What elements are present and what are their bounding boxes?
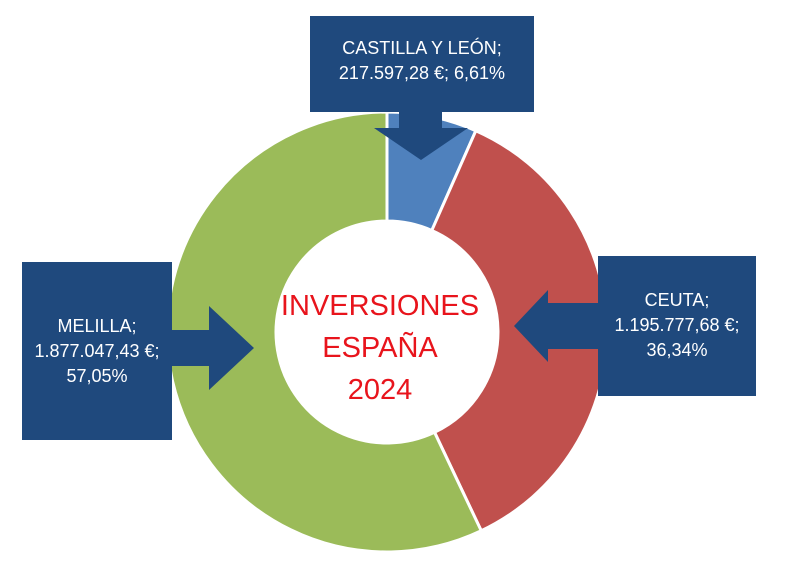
- title-line-2: ESPAÑA: [322, 332, 438, 364]
- callout-arrow-right: [172, 306, 254, 390]
- callout-arrow-down: [374, 112, 468, 160]
- callout-left-line-1: MELILLA;: [57, 316, 137, 336]
- callout-top-line-2: 217.597,28 €; 6,61%: [338, 63, 506, 83]
- callout-castilla-y-leon: [310, 16, 534, 160]
- title-line-1: INVERSIONES: [280, 290, 480, 322]
- callout-right-line-2: 1.195.777,68 €;: [614, 315, 740, 335]
- chart-title: INVERSIONES ESPAÑA 2024: [250, 285, 510, 411]
- callout-ceuta: [514, 256, 756, 396]
- title-line-3: 2024: [347, 374, 413, 406]
- donut-slice-melilla: [165, 110, 484, 554]
- callout-melilla: [22, 262, 254, 440]
- callout-label-castilla-y-leon: CASTILLA Y LEÓN; 217.597,28 €; 6,61%: [310, 36, 534, 86]
- callout-arrow-left: [514, 290, 598, 362]
- callout-label-melilla: MELILLA; 1.877.047,43 €; 57,05%: [22, 314, 172, 389]
- callout-top-line-1: CASTILLA Y LEÓN;: [342, 38, 502, 58]
- callout-right-line-1: CEUTA;: [644, 290, 710, 310]
- callout-label-ceuta: CEUTA; 1.195.777,68 €; 36,34%: [598, 288, 756, 363]
- callout-left-line-2: 1.877.047,43 €;: [34, 341, 160, 361]
- callout-right-line-3: 36,34%: [646, 340, 708, 360]
- callout-left-line-3: 57,05%: [66, 366, 128, 386]
